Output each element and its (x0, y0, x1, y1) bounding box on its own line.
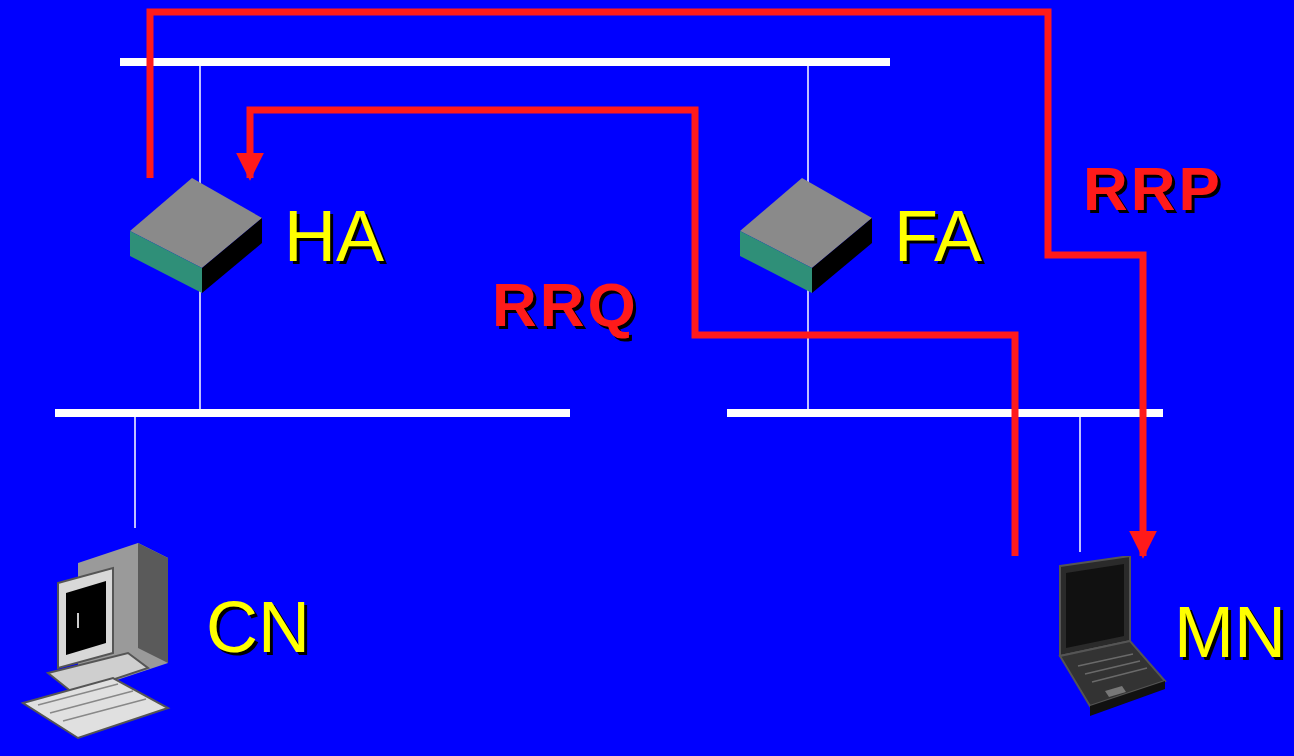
drop-line (134, 417, 136, 528)
network-node: MN (1030, 556, 1286, 734)
message-label: RRP (1083, 158, 1223, 220)
drop-line (199, 290, 201, 409)
drop-line (1079, 417, 1081, 552)
foreign-lan-bar (727, 409, 1163, 417)
router-icon (130, 178, 264, 295)
network-node: HA (130, 178, 384, 295)
home-lan-bar (55, 409, 570, 417)
message-arrow (250, 110, 1015, 556)
network-node: FA (740, 178, 982, 295)
computer-icon (18, 543, 190, 740)
node-label: HA (284, 200, 384, 272)
network-node: CN (18, 543, 310, 740)
backbone-bar (120, 58, 890, 66)
message-arrow (150, 12, 1143, 556)
router-icon (740, 178, 874, 295)
node-label: FA (894, 200, 982, 272)
drop-line (807, 290, 809, 409)
drop-lines (135, 66, 1080, 552)
laptop-icon (1030, 556, 1170, 734)
drop-line (199, 66, 201, 185)
node-label: MN (1174, 596, 1286, 668)
node-label: CN (206, 591, 310, 663)
message-label: RRQ (492, 274, 639, 336)
drop-line (807, 66, 809, 185)
